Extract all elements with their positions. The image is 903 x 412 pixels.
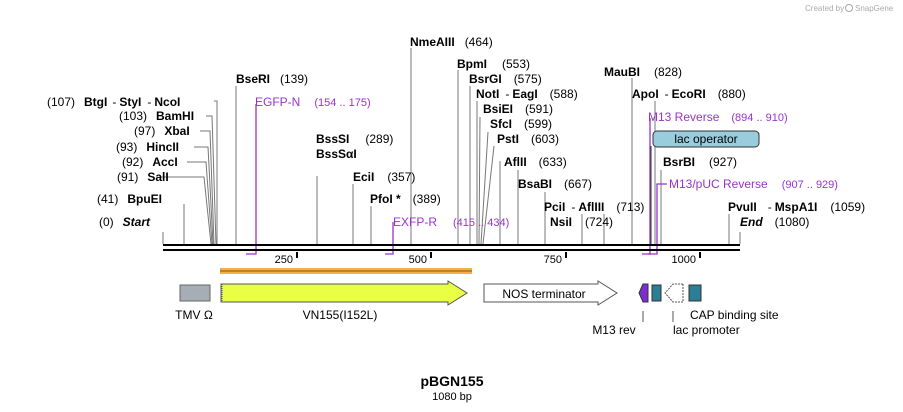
feature-leader-lines xyxy=(642,311,674,322)
site-nmeaiii: NmeAIII(464) xyxy=(410,35,493,49)
site-bpmi: BpmI(553) xyxy=(457,57,530,71)
ruler-tick-1000: 1000 xyxy=(672,254,696,266)
site-bsrbi: BsrBI(927) xyxy=(663,155,737,169)
nos-terminator-arrow xyxy=(483,280,618,306)
backbone-top-strand xyxy=(163,244,740,246)
site-hincii: (93)HincII xyxy=(116,140,179,154)
site-pfoi: PfoI *(389) xyxy=(370,192,441,206)
lac-operator-label: lac operator xyxy=(674,132,737,146)
site-bsiei: BsiEI(591) xyxy=(483,102,553,116)
site-bsssi: BssSI(289) xyxy=(316,132,393,146)
site-acci: (92)AccI xyxy=(122,155,178,169)
cap-binding-site-feature xyxy=(688,284,702,302)
primer-egfp-n: EGFP-N(154 .. 175) xyxy=(255,95,371,109)
tmv-omega-feature xyxy=(179,284,211,302)
ruler-tick-250: 250 xyxy=(275,254,293,266)
site-xbai: (97)XbaI xyxy=(134,124,190,138)
vn155-feature-arrow xyxy=(220,280,468,306)
site-end: End(1080) xyxy=(740,215,809,229)
plasmid-length: 1080 bp xyxy=(432,391,472,403)
lac-promoter-feature xyxy=(664,283,684,303)
nos-terminator-label: NOS terminator xyxy=(502,287,585,301)
ruler-tick-500: 500 xyxy=(409,254,427,266)
site-aflii: AflII(633) xyxy=(504,155,567,169)
snapgene-logo-icon xyxy=(845,4,853,12)
m13-rev-label: M13 rev xyxy=(592,323,635,337)
watermark-created-by: Created by xyxy=(805,4,844,13)
tmv-omega-label: TMV Ω xyxy=(175,308,213,322)
site-btgi-styi-ncoi: (107)BtgI-StyI-NcoI xyxy=(47,95,180,109)
site-bseri: BseRI(139) xyxy=(236,72,308,86)
site-psti: PstI(603) xyxy=(497,132,559,146)
site-apoi-ecori: ApoI-EcoRI(880) xyxy=(632,87,746,101)
site-bsabi: BsaBI(667) xyxy=(518,177,592,191)
cap-binding-site-label: CAP binding site xyxy=(690,308,779,322)
primer-m13-puc-reverse: M13/pUC Reverse(907 .. 929) xyxy=(669,177,838,191)
site-start: (0)Start xyxy=(99,215,151,229)
site-maubi: MauBI(828) xyxy=(604,65,682,79)
site-bamhi: (103)BamHI xyxy=(119,109,194,123)
ruler xyxy=(296,252,701,258)
site-sali: (91)SalI xyxy=(117,170,169,184)
site-pvuii-mspa1i: PvuII-MspA1I(1059) xyxy=(728,200,865,214)
site-pcii-afliii: PciI-AflIII(713) xyxy=(544,200,644,214)
site-nsii: NsiI(724) xyxy=(550,215,613,229)
primer-leader-lines xyxy=(246,104,667,255)
lac-promoter-label: lac promoter xyxy=(673,323,740,337)
primer-m13-reverse: M13 Reverse(894 .. 910) xyxy=(648,110,788,124)
site-noti-eagi: NotI-EagI(588) xyxy=(476,87,578,101)
watermark-brand: SnapGene xyxy=(855,4,894,13)
site-ecii: EciI(357) xyxy=(353,170,415,184)
site-bsssai: BssSαI xyxy=(316,147,357,161)
site-bpuei: (41)BpuEI xyxy=(97,192,162,206)
primer-exfp-r: EXFP-R(415 .. 434) xyxy=(393,215,509,229)
lac-operator-feature xyxy=(651,284,662,302)
backbone-bottom-strand xyxy=(163,249,740,251)
vn155-label: VN155(I152L) xyxy=(303,308,378,322)
ruler-tick-750: 750 xyxy=(544,254,562,266)
lac-operator-box xyxy=(652,130,760,148)
site-sfci: SfcI(599) xyxy=(490,117,552,131)
m13-rev-feature xyxy=(638,283,649,303)
site-leader-lines xyxy=(160,48,741,245)
site-bsrgi: BsrGI(575) xyxy=(469,72,542,86)
plasmid-name: pBGN155 xyxy=(420,373,483,389)
